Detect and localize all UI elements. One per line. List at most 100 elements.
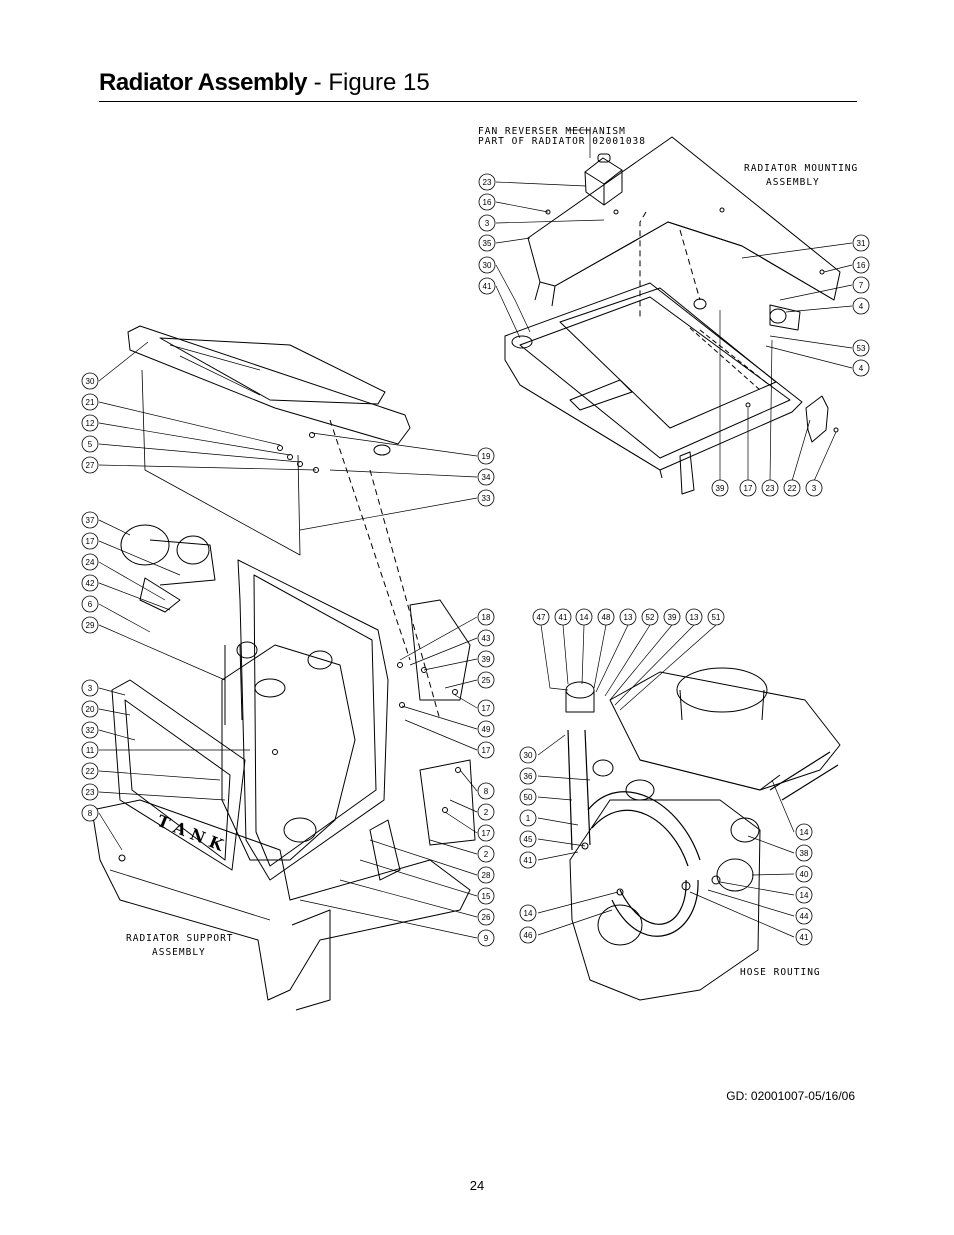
callout-number: 32	[86, 726, 95, 735]
callout-bubble-39: 39	[477, 650, 495, 668]
callout-bubble-2: 2	[477, 845, 495, 863]
callout-number: 17	[744, 484, 753, 493]
callout-number: 23	[86, 788, 95, 797]
callouts-mounting-left: 23 16 3 35 30 41	[478, 173, 496, 295]
radiator-mounting-assembly-drawing	[504, 136, 841, 495]
callout-number: 19	[482, 452, 491, 461]
radiator-mounting-label-line1: RADIATOR MOUNTING	[744, 163, 858, 174]
callout-number: 34	[482, 473, 491, 482]
callout-bubble-8: 8	[81, 804, 99, 822]
callout-bubble-41: 41	[478, 277, 496, 295]
callout-number: 44	[800, 912, 809, 921]
callout-number: 33	[482, 494, 491, 503]
callout-bubble-31: 31	[852, 234, 870, 252]
callout-bubble-22: 22	[81, 762, 99, 780]
callout-number: 17	[86, 537, 95, 546]
callout-number: 5	[88, 440, 93, 449]
callout-bubble-4: 4	[852, 297, 870, 315]
callout-number: 38	[800, 849, 809, 858]
callout-number: 28	[482, 871, 491, 880]
callout-number: 8	[484, 787, 489, 796]
callout-bubble-3: 3	[478, 214, 496, 232]
callout-bubble-1: 1	[519, 809, 537, 827]
callout-bubble-30: 30	[519, 746, 537, 764]
callout-bubble-45: 45	[519, 830, 537, 848]
callout-bubble-24: 24	[81, 553, 99, 571]
callout-number: 24	[86, 558, 95, 567]
callout-bubble-13: 13	[685, 608, 703, 626]
callout-bubble-4: 4	[852, 359, 870, 377]
callout-number: 2	[484, 808, 489, 817]
callout-bubble-3: 3	[805, 479, 823, 497]
radiator-support-assembly-drawing	[91, 325, 476, 1011]
callout-bubble-42: 42	[81, 574, 99, 592]
radiator-support-label-line2: ASSEMBLY	[152, 947, 206, 958]
callout-bubble-20: 20	[81, 700, 99, 718]
callout-number: 20	[86, 705, 95, 714]
callout-number: 3	[485, 219, 490, 228]
callout-number: 12	[86, 419, 95, 428]
callout-bubble-39: 39	[711, 479, 729, 497]
callout-number: 17	[482, 704, 491, 713]
callout-number: 4	[859, 302, 864, 311]
callout-bubble-11: 11	[81, 741, 99, 759]
callout-bubble-33: 33	[477, 489, 495, 507]
callout-bubble-12: 12	[81, 414, 99, 432]
callout-bubble-14: 14	[795, 886, 813, 904]
callout-number: 22	[788, 484, 797, 493]
callout-number: 40	[800, 870, 809, 879]
callout-bubble-46: 46	[519, 926, 537, 944]
callout-bubble-23: 23	[761, 479, 779, 497]
callout-bubble-41: 41	[554, 608, 572, 626]
callout-bubble-16: 16	[478, 193, 496, 211]
callout-bubble-16: 16	[852, 256, 870, 274]
callouts-hose-left: 30 36 50 1 45 41 14 46	[519, 746, 537, 944]
callout-bubble-14: 14	[575, 608, 593, 626]
callout-number: 49	[482, 725, 491, 734]
callout-number: 3	[812, 484, 817, 493]
callout-number: 39	[668, 613, 677, 622]
callout-bubble-28: 28	[477, 866, 495, 884]
callout-number: 22	[86, 767, 95, 776]
callout-number: 39	[482, 655, 491, 664]
callout-bubble-35: 35	[478, 234, 496, 252]
callout-number: 52	[646, 613, 655, 622]
title-rule	[99, 101, 857, 102]
callout-bubble-3: 3	[81, 679, 99, 697]
callout-bubble-17: 17	[477, 741, 495, 759]
callout-bubble-40: 40	[795, 865, 813, 883]
fan-reverser-label-line2: PART OF RADIATOR 02001038	[478, 136, 646, 147]
callout-number: 6	[88, 600, 93, 609]
callout-bubble-7: 7	[852, 276, 870, 294]
callout-number: 23	[766, 484, 775, 493]
radiator-support-label-line1: RADIATOR SUPPORT	[126, 933, 234, 944]
callout-number: 13	[624, 613, 633, 622]
page-title-suffix: - Figure 15	[307, 69, 430, 96]
support-leaders	[98, 341, 478, 939]
page-title: Radiator Assembly - Figure 15	[99, 68, 430, 98]
callout-bubble-47: 47	[532, 608, 550, 626]
callout-number: 41	[559, 613, 568, 622]
callout-bubble-43: 43	[477, 629, 495, 647]
callout-number: 8	[88, 809, 93, 818]
callout-number: 9	[484, 934, 489, 943]
callout-number: 29	[86, 621, 95, 630]
callout-number: 41	[524, 856, 533, 865]
callout-bubble-17: 17	[477, 699, 495, 717]
callout-bubble-50: 50	[519, 788, 537, 806]
callout-bubble-19: 19	[477, 447, 495, 465]
callout-bubble-30: 30	[478, 256, 496, 274]
callout-bubble-34: 34	[477, 468, 495, 486]
callout-number: 14	[524, 909, 533, 918]
callout-number: 53	[857, 344, 866, 353]
callout-number: 36	[524, 772, 533, 781]
callout-bubble-5: 5	[81, 435, 99, 453]
callout-bubble-23: 23	[478, 173, 496, 191]
callout-number: 16	[483, 198, 492, 207]
callout-bubble-48: 48	[597, 608, 615, 626]
callout-bubble-17: 17	[477, 824, 495, 842]
callout-number: 35	[483, 239, 492, 248]
callout-bubble-21: 21	[81, 393, 99, 411]
